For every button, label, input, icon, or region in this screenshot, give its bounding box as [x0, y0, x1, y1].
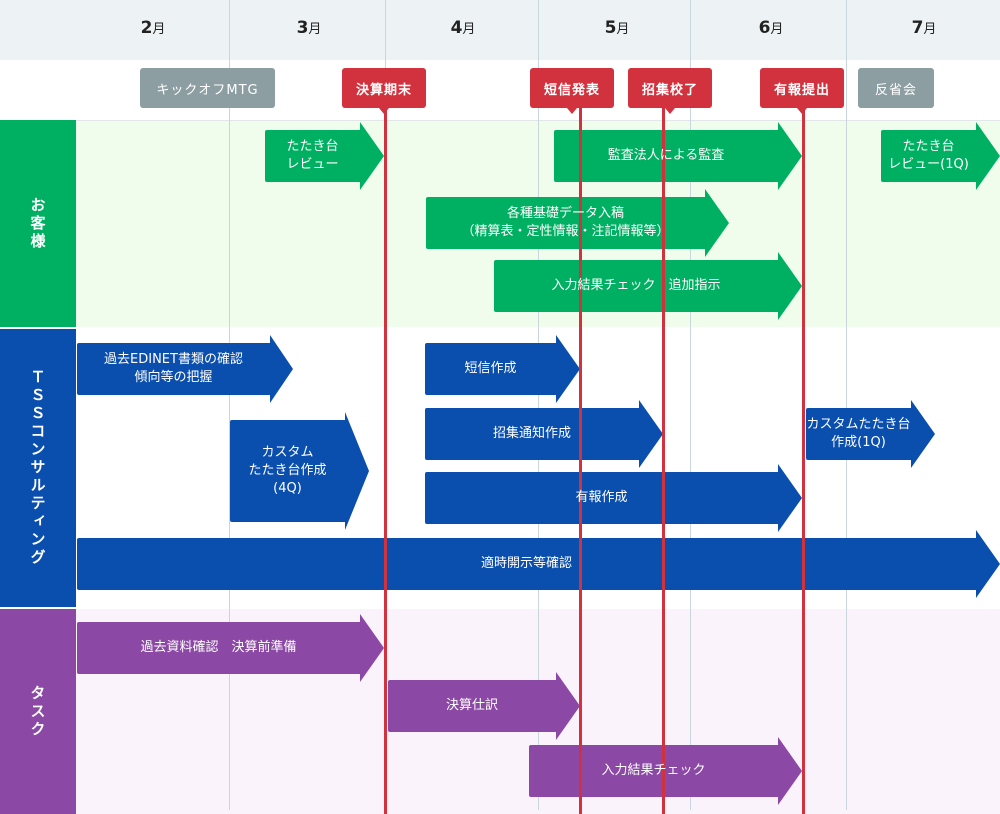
task-label: 監査法人による監査: [607, 148, 725, 163]
month-gridline: [690, 0, 691, 810]
arrow-path: [425, 400, 663, 468]
month-label-feb: 2月: [140, 18, 166, 38]
month-header: [0, 0, 1000, 60]
arrow-shape: [388, 672, 580, 740]
task-label: たたき台 レビュー(1Q): [888, 139, 969, 172]
arrow-path: [881, 122, 1000, 190]
task-label: 過去EDINET書類の確認 傾向等の把握: [104, 352, 243, 385]
deadline-line-tanshin: [579, 108, 582, 814]
task-label: カスタムたたき台 作成(1Q): [806, 417, 911, 450]
month-gridline: [538, 0, 539, 810]
task-customer-draft-review-1q: たたき台 レビュー(1Q): [881, 122, 1000, 190]
arrow-path: [426, 189, 729, 257]
arrow-shape: [77, 614, 384, 682]
task-tss-shoshu: 招集通知作成: [425, 400, 663, 468]
arrow-shape: [529, 737, 802, 805]
arrow-shape: [77, 530, 1000, 598]
task-tss-disclosure-check: 適時開示等確認: [77, 530, 1000, 598]
task-label: 招集通知作成: [492, 426, 571, 441]
arrow-path: [806, 400, 935, 468]
milestone-shoshu: 招集校了: [628, 68, 712, 114]
milestone-tanshin: 短信発表: [530, 68, 614, 114]
task-label: 有報作成: [575, 490, 628, 505]
month-label-may: 5月: [604, 18, 630, 38]
arrow-path: [494, 252, 802, 320]
arrow-path: [77, 530, 1000, 598]
arrow-path: [529, 737, 802, 805]
arrow-shape: [425, 464, 802, 532]
lane-label-task: タスク: [0, 609, 76, 814]
arrow-shape: [806, 400, 935, 468]
arrow-shape: [494, 252, 802, 320]
milestone-yuho: 有報提出: [760, 68, 844, 114]
arrow-path: [77, 335, 293, 403]
milestone-kickoff: キックオフMTG: [140, 68, 275, 108]
task-label: 入力結果チェック 追加指示: [551, 278, 721, 293]
month-label-jul: 7月: [911, 18, 937, 38]
milestone-fiscal-end: 決算期末: [342, 68, 426, 114]
arrow-shape: [881, 122, 1000, 190]
task-label: 決算仕訳: [445, 698, 498, 713]
arrow-shape: [426, 189, 729, 257]
task-tss-tanshin: 短信作成: [425, 335, 580, 403]
deadline-line-fiscal-end: [384, 108, 387, 814]
task-customer-draft-review: たたき台 レビュー: [265, 122, 384, 190]
arrow-path: [265, 122, 384, 190]
task-label: たたき台 レビュー: [286, 139, 339, 172]
deadline-line-shoshu: [662, 108, 665, 814]
task-label: 短信作成: [464, 361, 517, 376]
month-gridline: [229, 0, 230, 810]
arrow-path: [230, 412, 369, 530]
month-label-jun: 6月: [758, 18, 784, 38]
deadline-line-yuho: [802, 108, 805, 814]
task-label: 各種基礎データ入稿 （精算表・定性情報・注記情報等）: [461, 206, 670, 239]
task-customer-data-submission: 各種基礎データ入稿 （精算表・定性情報・注記情報等）: [426, 189, 729, 257]
task-label: 適時開示等確認: [480, 556, 572, 571]
arrow-shape: [77, 335, 293, 403]
task-label: 過去資料確認 決算前準備: [140, 640, 297, 655]
arrow-path: [388, 672, 580, 740]
task-own-closing-entries: 決算仕訳: [388, 672, 580, 740]
arrow-path: [425, 335, 580, 403]
arrow-shape: [265, 122, 384, 190]
lane-label-customer: お客様: [0, 120, 76, 327]
task-tss-yuho: 有報作成: [425, 464, 802, 532]
month-label-mar: 3月: [296, 18, 322, 38]
task-label: 入力結果チェック: [601, 763, 706, 778]
task-tss-edinet-review: 過去EDINET書類の確認 傾向等の把握: [77, 335, 293, 403]
arrow-shape: [554, 122, 802, 190]
arrow-path: [77, 614, 384, 682]
task-label: カスタム たたき台作成 (4Q): [248, 445, 327, 496]
task-customer-check-instruct: 入力結果チェック 追加指示: [494, 252, 802, 320]
task-customer-audit: 監査法人による監査: [554, 122, 802, 190]
task-own-prep: 過去資料確認 決算前準備: [77, 614, 384, 682]
task-tss-custom-draft-1q: カスタムたたき台 作成(1Q): [806, 400, 935, 468]
arrow-shape: [425, 335, 580, 403]
arrow-shape: [425, 400, 663, 468]
lane-label-tss: ＴＳＳコンサルティング: [0, 329, 76, 607]
task-own-input-check: 入力結果チェック: [529, 737, 802, 805]
milestone-review: 反省会: [858, 68, 934, 108]
arrow-path: [425, 464, 802, 532]
arrow-shape: [230, 412, 369, 530]
task-tss-custom-draft-4q: カスタム たたき台作成 (4Q): [230, 412, 369, 530]
month-gridline: [846, 0, 847, 810]
month-label-apr: 4月: [450, 18, 476, 38]
arrow-path: [554, 122, 802, 190]
